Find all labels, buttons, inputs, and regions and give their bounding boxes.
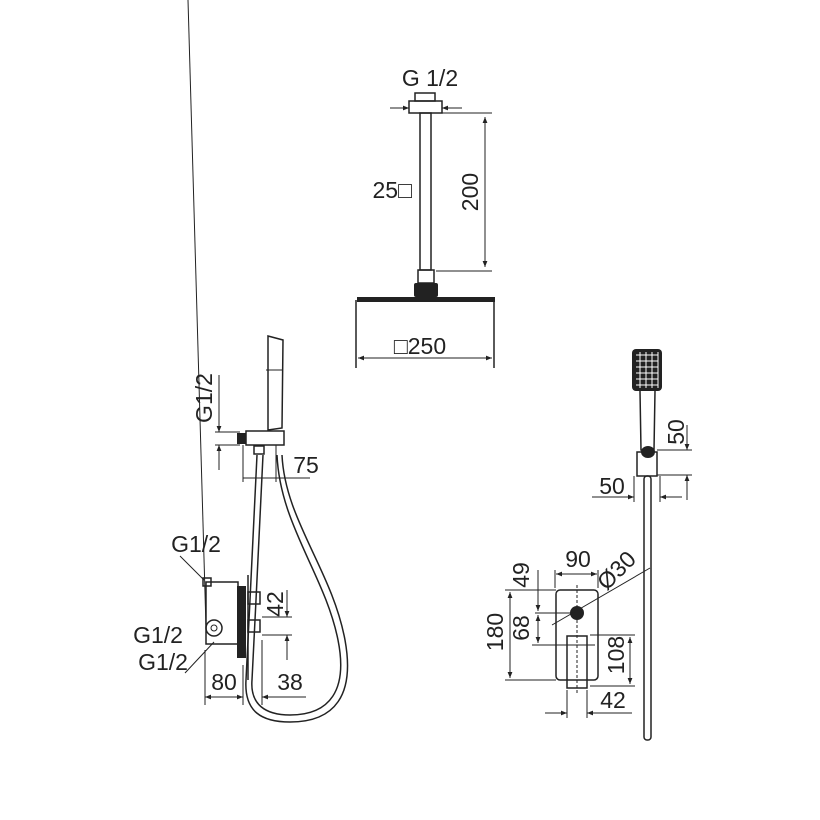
valve-inlet (205, 619, 223, 637)
holder-width-label: 50 (599, 473, 625, 499)
hand-shower-side (267, 335, 284, 431)
inlet-nut (414, 92, 436, 102)
head-swivel (414, 283, 438, 297)
valve-outlet-2 (247, 619, 261, 633)
shower-arm (419, 112, 432, 271)
hand-shower-handle (639, 390, 656, 451)
box-depth-label: 80 (211, 669, 237, 695)
plate-width-label: 90 (565, 546, 591, 572)
valve-inlet-label-1: G1/2 (133, 622, 183, 648)
spacing-label: 68 (508, 615, 534, 641)
front-view: 50 50 90 Ø30 49 68 180 108 42 (482, 349, 692, 741)
arm-section-label: 25□ (373, 177, 413, 203)
shower-head (357, 297, 495, 302)
hose-nut (253, 445, 265, 455)
inlet-label: G 1/2 (402, 65, 458, 91)
wall-bracket (245, 430, 285, 446)
valve-projection-label: 38 (277, 669, 303, 695)
head-size-label: □250 (394, 333, 446, 359)
plate-height-label: 180 (482, 613, 508, 651)
bracket-projection-label: 75 (293, 452, 319, 478)
ceiling-shower-view: G 1/2 25□ 200 □250 (355, 65, 495, 368)
shower-hose (245, 454, 349, 723)
arm-connector (417, 269, 435, 284)
holder-height-label: 50 (663, 419, 689, 445)
valve-top-inlet-label: G1/2 (171, 531, 221, 557)
outlet-spacing-label: 42 (262, 591, 288, 617)
lever-width-label: 42 (600, 687, 626, 713)
ceiling-flange (408, 100, 443, 114)
valve-outlet-1 (247, 591, 261, 605)
arm-length-label: 200 (457, 173, 483, 211)
lever-height-label: 108 (603, 636, 629, 674)
side-view: G1/2 75 G1/2 G1/2 G1/2 42 80 38 (133, 0, 349, 723)
dim-30-leader (551, 567, 651, 626)
wall-outlet-label: G1/2 (191, 373, 217, 423)
wall-outlet (237, 433, 246, 444)
shower-hose-front (643, 475, 652, 741)
offset-label: 49 (508, 562, 534, 588)
valve-plate (237, 586, 246, 658)
handle-diameter-label: Ø30 (592, 546, 641, 595)
valve-inlet-label-2: G1/2 (138, 649, 188, 675)
